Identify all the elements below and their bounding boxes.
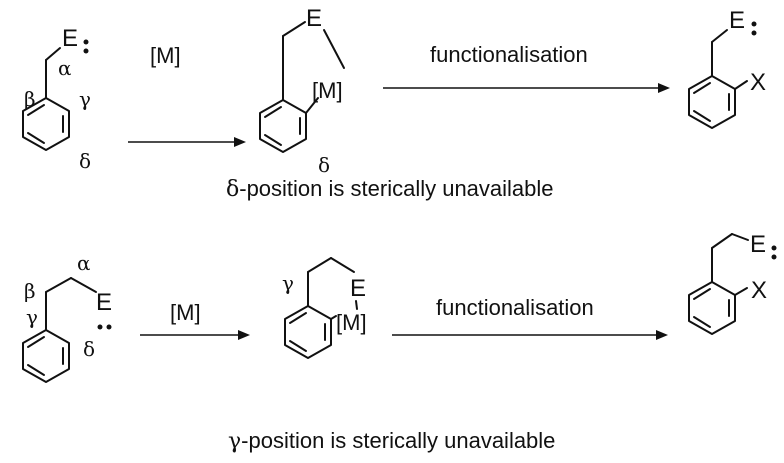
ring-double-bond — [27, 132, 45, 144]
metal-label: [M] — [336, 310, 367, 335]
benzene-ring — [22, 329, 70, 383]
ring-double-bond — [27, 336, 45, 348]
ring-double-bond — [693, 110, 711, 122]
metal-label: [M] — [312, 78, 343, 103]
delta-label: δ — [79, 149, 91, 173]
top-reactant: E α β γ δ — [22, 25, 91, 173]
alpha-label: α — [77, 251, 91, 275]
lone-pair-dot — [106, 324, 112, 330]
gamma-label: γ — [282, 271, 294, 295]
alpha-bond — [711, 29, 728, 43]
reagent-label: [M] — [170, 300, 201, 325]
ring-double-bond — [693, 316, 711, 328]
metal-carbon-bond — [330, 315, 337, 320]
caption-text: -position is sterically unavailable — [239, 176, 553, 201]
ring-double-bond — [693, 82, 711, 94]
alpha-bond — [731, 233, 749, 241]
lone-pair-dot — [97, 324, 103, 330]
lone-pair-dot — [751, 21, 757, 27]
coordination-bond — [323, 29, 345, 69]
delta-label: δ — [83, 337, 95, 361]
beta-bond — [45, 277, 72, 293]
caption-text: -position is sterically unavailable — [241, 428, 555, 453]
beta-label: β — [24, 279, 36, 303]
top-caption: δ-position is sterically unavailable — [226, 176, 554, 202]
gamma-label: γ — [26, 305, 38, 329]
arrow-head — [658, 83, 670, 93]
step-label: functionalisation — [430, 42, 588, 67]
alpha-bond — [70, 277, 97, 293]
lone-pair-dot — [771, 254, 777, 260]
beta-bond — [307, 257, 332, 273]
metal-carbon-bond — [305, 97, 319, 114]
alpha-bond — [282, 21, 306, 37]
functional-group-label: X — [750, 69, 766, 96]
lone-pair-dot — [771, 245, 777, 251]
caption-symbol: δ — [226, 177, 239, 202]
ring-double-bond — [264, 134, 282, 146]
top-product: E X — [688, 7, 766, 129]
bottom-arrow-1: [M] — [140, 300, 250, 340]
ring-double-bond — [27, 364, 45, 376]
functional-group-label: X — [751, 277, 767, 304]
heteroatom-label: E — [62, 25, 78, 52]
ring-double-bond — [693, 288, 711, 300]
lone-pair-dot — [83, 48, 89, 54]
lone-pair-dot — [83, 39, 89, 45]
alpha-bond — [330, 257, 355, 273]
caption-symbol: γ — [228, 429, 241, 454]
bottom-product: E X — [688, 231, 777, 335]
heteroatom-label: E — [750, 231, 766, 258]
ring-double-bond — [264, 106, 282, 118]
reagent-label: [M] — [150, 43, 181, 68]
alpha-bond — [45, 47, 61, 61]
beta-label: β — [24, 87, 36, 111]
ring-double-bond — [27, 104, 45, 116]
lone-pair-dot — [751, 30, 757, 36]
top-intermediate: E [M] δ — [259, 5, 345, 177]
step-label: functionalisation — [436, 295, 594, 320]
gamma-label: γ — [79, 87, 91, 111]
benzene-ring — [22, 97, 70, 151]
heteroatom-label: E — [306, 5, 322, 32]
top-arrow-2: functionalisation — [383, 42, 670, 93]
arrow-head — [238, 330, 250, 340]
top-arrow-1: [M] — [128, 43, 246, 147]
bottom-intermediate: E [M] γ — [282, 257, 367, 359]
beta-bond — [711, 233, 733, 249]
carbon-x-bond — [734, 287, 748, 296]
heteroatom-label: E — [729, 7, 745, 34]
alpha-label: α — [58, 56, 72, 80]
bottom-arrow-2: functionalisation — [392, 295, 668, 340]
carbon-x-bond — [734, 80, 748, 90]
bottom-reactant: E α β γ δ — [22, 251, 112, 383]
delta-label: δ — [318, 153, 330, 177]
ring-double-bond — [289, 340, 307, 352]
arrow-head — [656, 330, 668, 340]
heteroatom-label: E — [96, 289, 112, 316]
ring-double-bond — [289, 312, 307, 324]
heteroatom-label: E — [350, 275, 366, 302]
arrow-head — [234, 137, 246, 147]
coordination-bond — [355, 300, 358, 310]
bottom-caption: γ-position is sterically unavailable — [228, 428, 555, 454]
